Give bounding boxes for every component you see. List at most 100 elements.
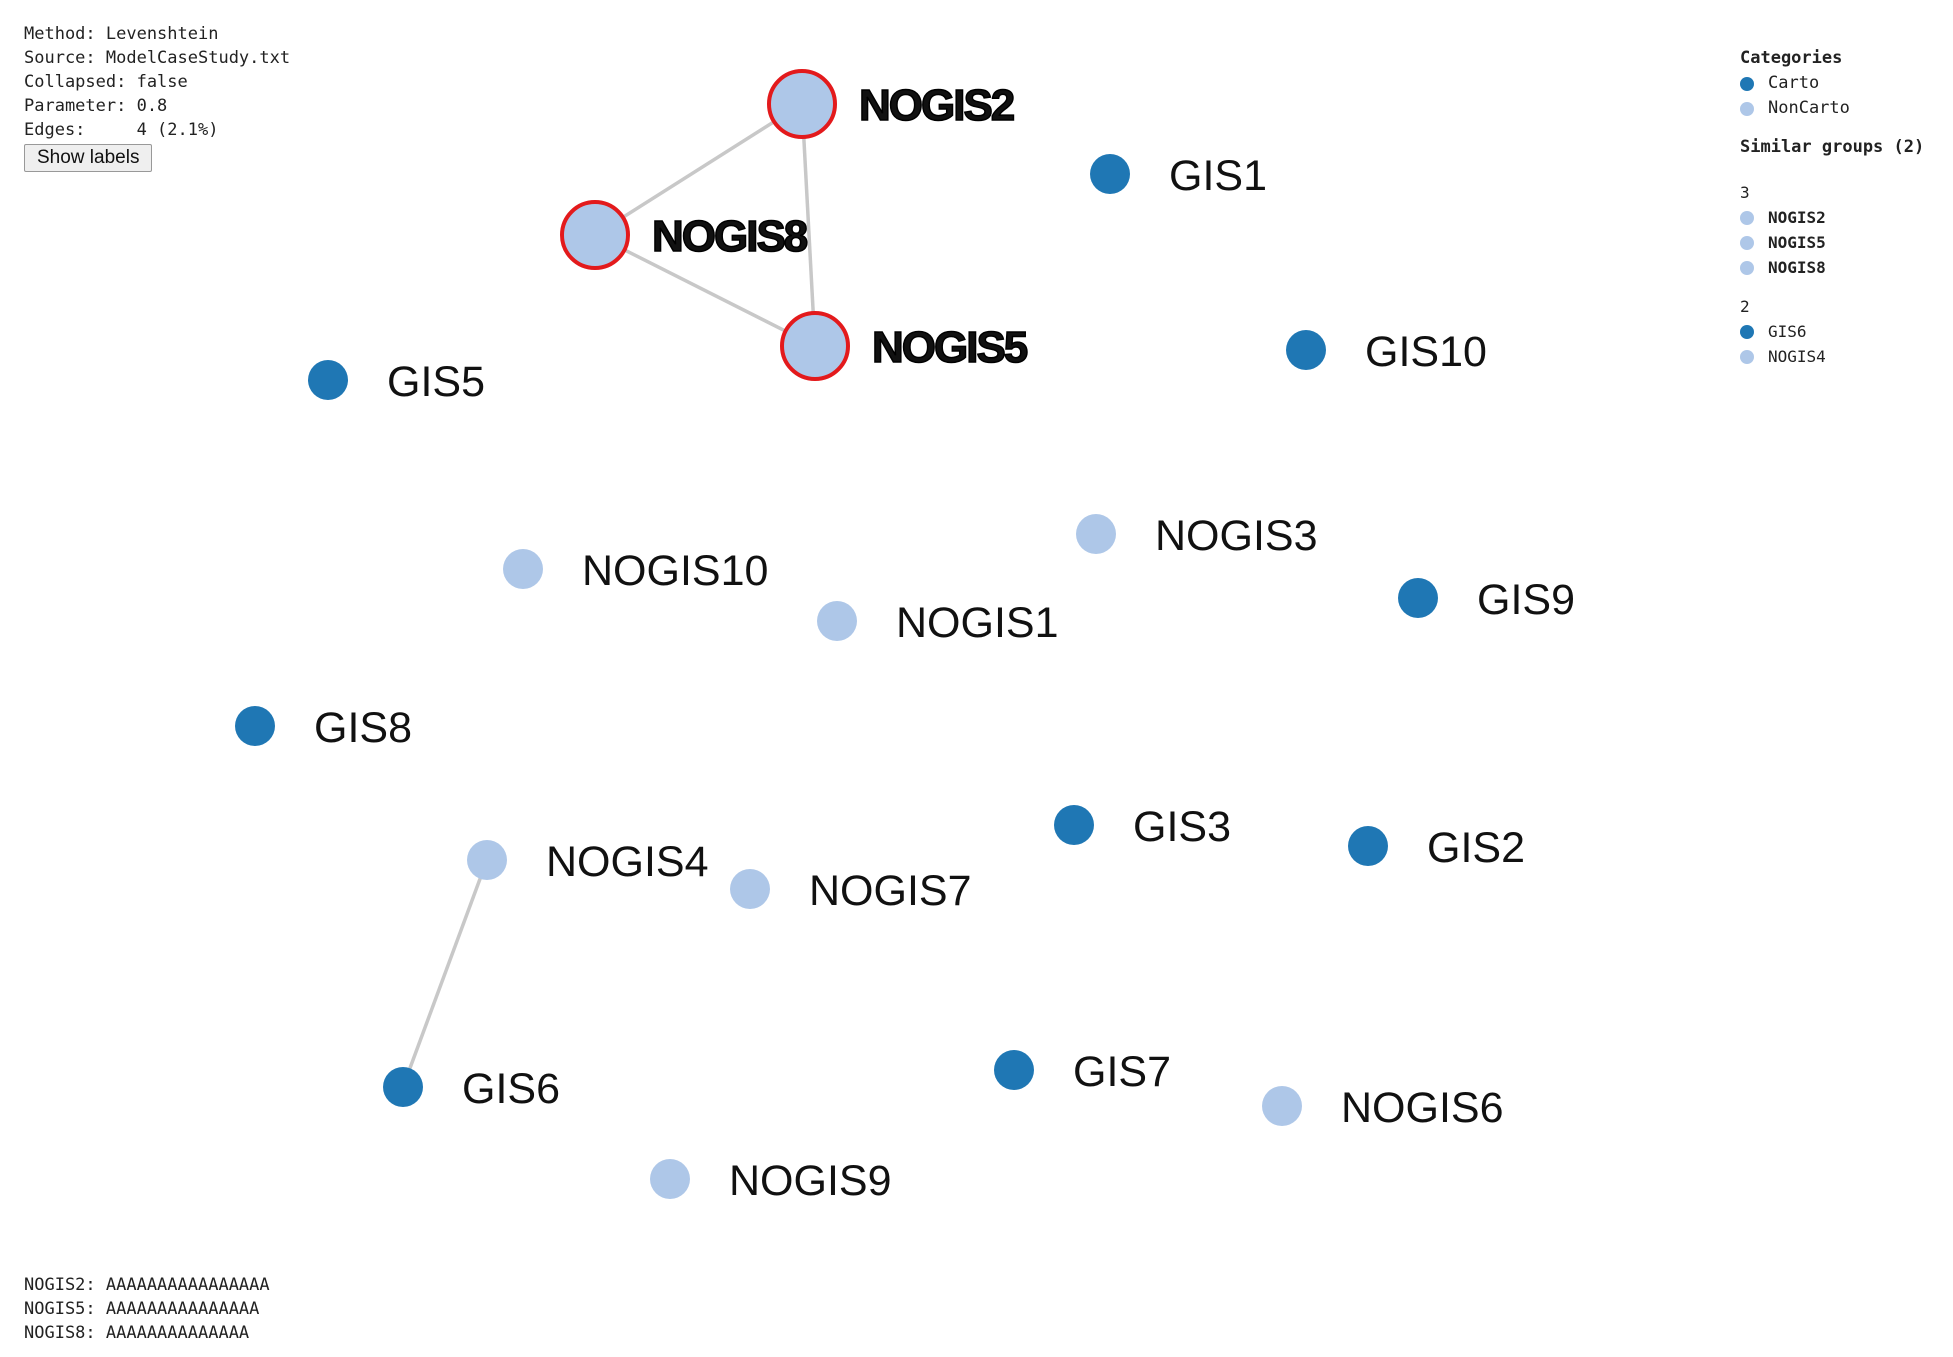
node-circle[interactable] — [1398, 578, 1438, 618]
legend-category-label: Carto — [1768, 73, 1820, 93]
node-nogis5[interactable]: NOGIS5 — [780, 311, 1031, 381]
node-nogis4[interactable]: NOGIS4 — [467, 838, 709, 886]
similar-groups-title: Similar groups (2) — [1740, 137, 1925, 157]
node-nogis2[interactable]: NOGIS2 — [767, 69, 1017, 139]
legend-category-carto: Carto — [1740, 71, 1924, 96]
node-circle[interactable] — [994, 1050, 1034, 1090]
node-label: NOGIS3 — [1155, 512, 1318, 560]
sequence-list: NOGIS2: AAAAAAAAAAAAAAAA NOGIS5: AAAAAAA… — [24, 1273, 270, 1345]
collapsed-text: Collapsed: false — [24, 72, 188, 92]
node-label: GIS6 — [462, 1065, 560, 1113]
group-member[interactable]: NOGIS2 — [1740, 205, 1924, 230]
node-circle[interactable] — [1286, 330, 1326, 370]
group-member-label: NOGIS4 — [1768, 347, 1826, 366]
node-label: NOGIS8 — [652, 212, 808, 261]
node-gis9[interactable]: GIS9 — [1398, 576, 1575, 624]
node-label: NOGIS6 — [1341, 1084, 1504, 1132]
info-panel: Method: Levenshtein Source: ModelCaseStu… — [24, 22, 290, 172]
node-label: NOGIS4 — [546, 838, 709, 886]
node-gis3[interactable]: GIS3 — [1054, 803, 1231, 851]
legend-swatch-icon — [1740, 76, 1754, 91]
node-circle[interactable] — [560, 200, 630, 270]
show-labels-button[interactable]: Show labels — [24, 144, 153, 172]
node-label: NOGIS7 — [809, 867, 972, 915]
node-gis8[interactable]: GIS8 — [235, 704, 412, 752]
node-circle[interactable] — [383, 1067, 423, 1107]
node-gis1[interactable]: GIS1 — [1090, 152, 1267, 200]
edge-nogis4-gis6 — [401, 859, 489, 1088]
method-text: Method: Levenshtein — [24, 24, 219, 44]
node-gis6[interactable]: GIS6 — [383, 1065, 560, 1113]
node-circle[interactable] — [650, 1159, 690, 1199]
legend-swatch-icon — [1740, 101, 1754, 116]
node-label: GIS7 — [1073, 1048, 1171, 1096]
node-nogis3[interactable]: NOGIS3 — [1076, 512, 1318, 560]
node-label: NOGIS2 — [859, 81, 1014, 130]
node-label: NOGIS10 — [582, 547, 768, 595]
node-gis5[interactable]: GIS5 — [308, 358, 485, 406]
edge-nogis2-nogis5 — [800, 103, 817, 347]
node-label: GIS10 — [1365, 328, 1487, 376]
group-member-swatch-icon — [1740, 210, 1754, 225]
node-gis2[interactable]: GIS2 — [1348, 824, 1525, 872]
node-circle[interactable] — [503, 549, 543, 589]
node-circle[interactable] — [1054, 805, 1094, 845]
node-circle[interactable] — [235, 706, 275, 746]
node-label: NOGIS1 — [896, 599, 1059, 647]
node-gis7[interactable]: GIS7 — [994, 1048, 1171, 1096]
group-size-label: 3 — [1740, 183, 1750, 202]
node-circle[interactable] — [467, 840, 507, 880]
node-label: NOGIS5 — [872, 323, 1028, 372]
node-circle[interactable] — [1076, 514, 1116, 554]
edges-text: Edges: 4 (2.1%) — [24, 120, 219, 140]
node-gis10[interactable]: GIS10 — [1286, 328, 1487, 376]
node-circle[interactable] — [767, 69, 837, 139]
edge-nogis8-nogis5 — [594, 233, 816, 348]
group-member-label: GIS6 — [1768, 322, 1807, 341]
node-circle[interactable] — [1348, 826, 1388, 866]
legend-category-label: NonCarto — [1768, 98, 1850, 118]
node-label: GIS5 — [387, 358, 485, 406]
source-text: Source: ModelCaseStudy.txt — [24, 48, 291, 68]
group-member[interactable]: NOGIS5 — [1740, 230, 1924, 255]
node-nogis7[interactable]: NOGIS7 — [730, 867, 972, 915]
node-label: GIS9 — [1477, 576, 1575, 624]
group-size-label: 2 — [1740, 297, 1750, 316]
node-circle[interactable] — [817, 601, 857, 641]
node-nogis9[interactable]: NOGIS9 — [650, 1157, 892, 1205]
node-circle[interactable] — [308, 360, 348, 400]
group-member-label: NOGIS2 — [1768, 208, 1826, 227]
node-label: GIS3 — [1133, 803, 1231, 851]
node-nogis8[interactable]: NOGIS8 — [560, 200, 811, 270]
categories-title: Categories — [1740, 48, 1843, 68]
node-label: GIS8 — [314, 704, 412, 752]
node-circle[interactable] — [1262, 1086, 1302, 1126]
node-circle[interactable] — [1090, 154, 1130, 194]
node-nogis1[interactable]: NOGIS1 — [817, 599, 1059, 647]
node-circle[interactable] — [780, 311, 850, 381]
group-member[interactable]: GIS6 — [1740, 319, 1924, 344]
legend-category-noncarto: NonCarto — [1740, 96, 1924, 121]
parameter-text: Parameter: 0.8 — [24, 96, 168, 116]
node-nogis6[interactable]: NOGIS6 — [1262, 1084, 1504, 1132]
edges-layer — [401, 102, 817, 1088]
group-member-label: NOGIS5 — [1768, 233, 1826, 252]
node-label: GIS2 — [1427, 824, 1525, 872]
group-member-swatch-icon — [1740, 349, 1754, 364]
node-nogis10[interactable]: NOGIS10 — [503, 547, 768, 595]
group-member-swatch-icon — [1740, 235, 1754, 250]
sequence-row: NOGIS8: AAAAAAAAAAAAAA — [24, 1323, 250, 1343]
group-member-swatch-icon — [1740, 260, 1754, 275]
edge-nogis2-nogis8 — [594, 102, 803, 237]
group-member-swatch-icon — [1740, 324, 1754, 339]
node-circle[interactable] — [730, 869, 770, 909]
group-member[interactable]: NOGIS8 — [1740, 255, 1924, 280]
sequence-row: NOGIS2: AAAAAAAAAAAAAAAA — [24, 1275, 270, 1295]
node-label: GIS1 — [1169, 152, 1267, 200]
group-member[interactable]: NOGIS4 — [1740, 344, 1924, 369]
node-label: NOGIS9 — [729, 1157, 892, 1205]
